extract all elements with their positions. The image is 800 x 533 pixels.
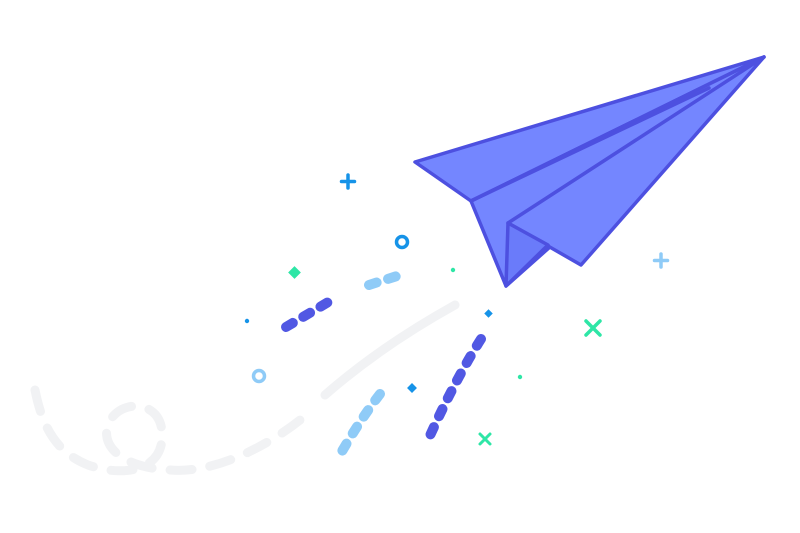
cross-icon xyxy=(478,432,492,446)
ring-icon xyxy=(251,368,267,384)
diamond-icon xyxy=(288,266,301,279)
speed-dash-light-upper xyxy=(364,271,402,290)
dot-icon xyxy=(517,374,523,380)
plus-icon xyxy=(652,252,670,269)
speed-dash-upper-left xyxy=(281,296,335,332)
cross-icon xyxy=(584,319,602,337)
diamond-icon xyxy=(407,383,417,393)
speed-dash-light-lower xyxy=(336,389,385,458)
paper-plane-icon xyxy=(413,55,766,288)
flight-trail-path xyxy=(30,385,305,476)
plane-inner-fold xyxy=(504,221,550,288)
flight-trail-upper xyxy=(320,300,460,400)
ring-icon xyxy=(394,234,410,250)
speed-dash-lower-right xyxy=(423,334,486,445)
plane-crease-line xyxy=(469,86,711,203)
diamond-icon xyxy=(484,309,493,318)
plus-icon xyxy=(339,173,357,190)
dot-icon xyxy=(244,318,250,324)
dot-icon xyxy=(450,267,456,273)
